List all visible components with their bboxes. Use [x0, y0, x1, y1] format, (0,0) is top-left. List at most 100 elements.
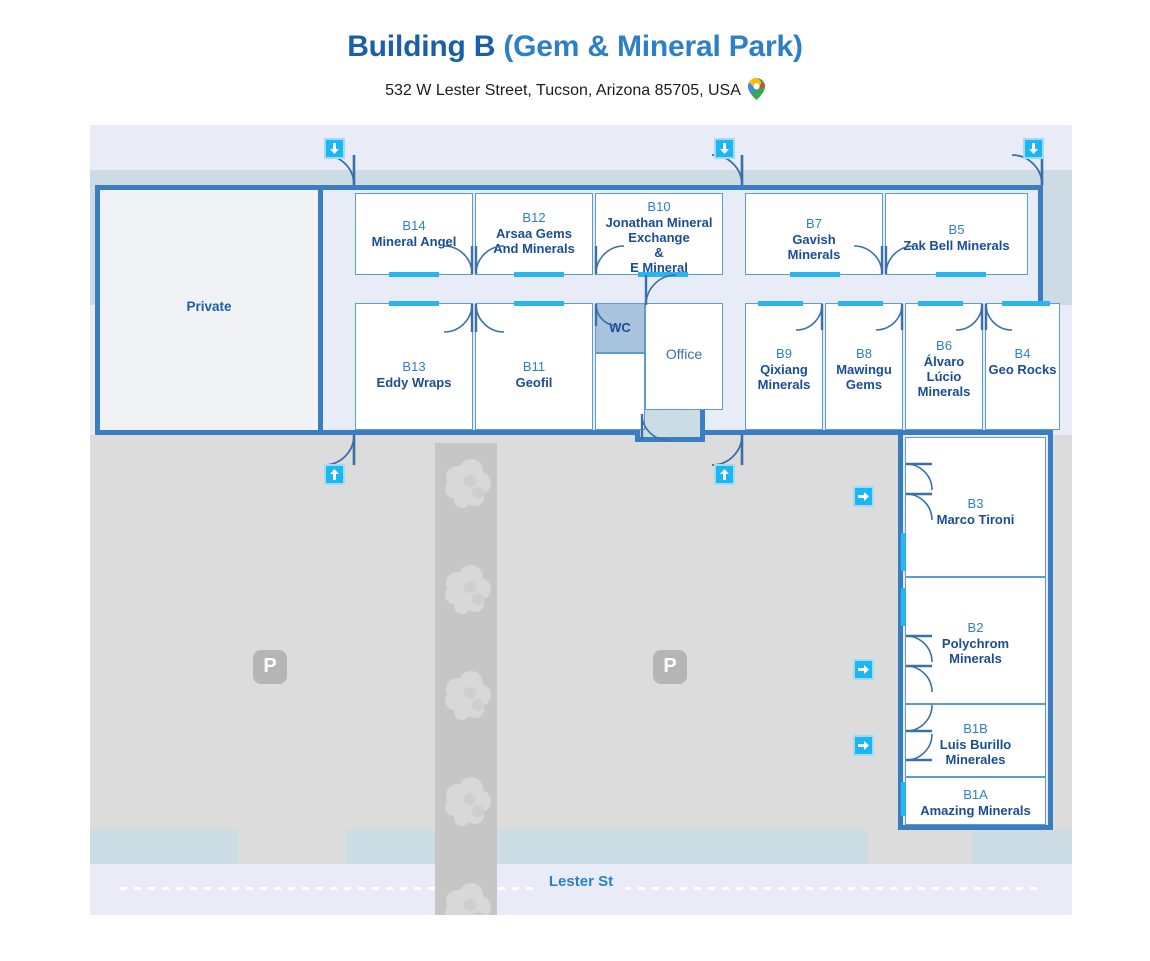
room-b14-name: Mineral Angel — [371, 234, 457, 249]
room-b11[interactable]: B11 Geofil — [474, 301, 593, 430]
room-b12-name-2: And Minerals — [493, 241, 575, 256]
tree-icon — [437, 773, 495, 835]
window-b1a — [901, 782, 906, 816]
window-b5 — [936, 272, 986, 277]
entrance-door-center-bottom — [710, 433, 744, 466]
room-b5-code: B5 — [948, 222, 965, 237]
title-main: Building B — [347, 30, 504, 63]
driveway-east — [868, 830, 972, 864]
room-b8[interactable]: B8 Mawingu Gems — [825, 301, 904, 430]
arrow-up-icon[interactable] — [324, 464, 345, 485]
door-b6 — [955, 303, 984, 333]
tree-icon — [437, 879, 495, 915]
room-private-name: Private — [186, 299, 232, 314]
room-b12-code: B12 — [522, 210, 546, 225]
window-b10 — [638, 272, 688, 277]
room-b1a[interactable]: B1A Amazing Minerals — [901, 777, 1046, 825]
google-maps-pin-icon[interactable] — [747, 78, 765, 105]
room-wc[interactable]: WC — [594, 303, 645, 353]
room-b7[interactable]: B7 Gavish Minerals — [745, 193, 884, 277]
door-b11 — [474, 303, 505, 335]
room-b2-name-2: Minerals — [949, 651, 1002, 666]
room-b10-name-1: Jonathan Mineral — [605, 215, 713, 230]
parking-marker-west: P — [253, 650, 287, 684]
tree-icon — [437, 561, 495, 623]
room-b8-name-1: Mawingu — [836, 362, 892, 377]
room-b1a-name: Amazing Minerals — [920, 803, 1031, 818]
room-b3-name: Marco Tironi — [936, 512, 1015, 527]
room-b4-code: B4 — [1014, 346, 1031, 361]
room-b6-name-1: Álvaro — [923, 354, 965, 369]
entrance-door-west-bottom — [322, 433, 356, 466]
room-b13-code: B13 — [402, 359, 426, 374]
page-title: Building B (Gem & Mineral Park) — [0, 30, 1150, 64]
room-private[interactable]: Private — [100, 190, 318, 430]
room-wc-name: WC — [609, 320, 631, 335]
room-b1b-name-2: Minerales — [945, 752, 1006, 767]
door-b9 — [795, 303, 824, 333]
room-b14-code: B14 — [402, 218, 426, 233]
arrow-right-icon[interactable] — [853, 735, 874, 756]
room-b7-name-1: Gavish — [792, 232, 836, 247]
room-b9-name-1: Qixiang — [760, 362, 808, 377]
door-b14 — [443, 243, 474, 275]
room-office-name: Office — [665, 346, 703, 362]
door-b2-upper — [905, 634, 935, 663]
room-b6-code: B6 — [936, 338, 952, 353]
arrow-down-icon[interactable] — [714, 138, 735, 159]
room-b3[interactable]: B3 Marco Tironi — [901, 437, 1046, 577]
arrow-down-icon[interactable] — [324, 138, 345, 159]
room-b9-code: B9 — [776, 346, 792, 361]
room-b10[interactable]: B10 Jonathan Mineral Exchange & E Minera… — [594, 193, 723, 277]
room-office[interactable]: Office — [644, 274, 723, 410]
window-b13 — [389, 301, 439, 306]
room-b9-name-2: Minerals — [757, 377, 811, 392]
street-label-text: Lester St — [536, 873, 626, 890]
street-label: Lester St — [90, 873, 1072, 890]
tree-icon — [437, 667, 495, 729]
door-vestibule — [640, 413, 670, 441]
room-b1b-code: B1B — [963, 721, 988, 736]
room-b12-name-1: Arsaa Gems — [496, 226, 572, 241]
door-b4 — [984, 303, 1013, 333]
room-b2[interactable]: B2 Polychrom Minerals — [901, 577, 1046, 704]
arrow-down-icon[interactable] — [1023, 138, 1044, 159]
room-b14[interactable]: B14 Mineral Angel — [355, 193, 474, 277]
door-wc — [594, 303, 619, 329]
arrow-right-icon[interactable] — [853, 486, 874, 507]
room-b3-code: B3 — [967, 496, 984, 511]
room-b8-name-2: Gems — [845, 377, 883, 392]
door-b10 — [594, 243, 625, 275]
room-b1b[interactable]: B1B Luis Burillo Minerales — [905, 704, 1046, 777]
window-b4 — [1002, 301, 1050, 306]
entrance-door-center-top — [710, 154, 744, 187]
window-b2 — [901, 588, 906, 626]
room-b9[interactable]: B9 Qixiang Minerals — [745, 301, 824, 430]
parking-median — [435, 443, 497, 915]
door-b7 — [853, 243, 884, 275]
room-b10-name-3: & — [654, 245, 664, 260]
arrow-right-icon[interactable] — [853, 659, 874, 680]
page-header: Building B (Gem & Mineral Park) 532 W Le… — [0, 0, 1150, 125]
arrow-up-icon[interactable] — [714, 464, 735, 485]
address-text: 532 W Lester Street, Tucson, Arizona 857… — [385, 82, 741, 99]
driveway-west — [238, 830, 346, 864]
parking-marker-east: P — [653, 650, 687, 684]
room-b6[interactable]: B6 Álvaro Lúcio Minerals — [905, 301, 984, 430]
room-service-closet[interactable] — [595, 353, 645, 430]
room-b4-name: Geo Rocks — [988, 362, 1057, 377]
room-b1b-name-1: Luis Burillo — [939, 737, 1012, 752]
room-b13[interactable]: B13 Eddy Wraps — [355, 301, 474, 430]
door-b1b-lower — [905, 733, 935, 762]
room-b4[interactable]: B4 Geo Rocks — [984, 301, 1060, 430]
room-b1a-code: B1A — [963, 787, 988, 802]
door-b3-lower — [905, 492, 935, 521]
window-b7 — [790, 272, 840, 277]
room-b5[interactable]: B5 Zak Bell Minerals — [884, 193, 1028, 277]
room-b12[interactable]: B12 Arsaa Gems And Minerals — [474, 193, 593, 277]
room-b13-name: Eddy Wraps — [376, 375, 452, 390]
door-office — [644, 272, 677, 306]
tree-icon — [437, 455, 495, 517]
entrance-door-west-top — [322, 154, 356, 187]
